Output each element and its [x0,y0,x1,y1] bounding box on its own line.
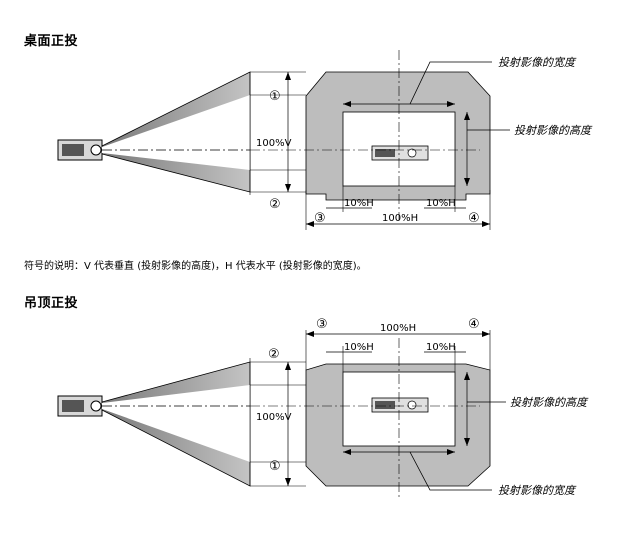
ceiling-marker-2: ② [268,347,280,362]
desk-callout-height: 投射影像的高度 [514,124,593,137]
ceiling-marker-3: ③ [316,317,328,332]
desk-label-v: 100%V [256,138,292,149]
desk-screen-projector-icon [371,145,429,161]
desk-label-h-right: 10%H [426,198,456,209]
desk-diagram: 投射影像的宽度 投射影像的高度 100%V 10%H 10%H 100%H ① … [57,50,593,230]
ceiling-marker-4: ④ [468,317,480,332]
ceiling-callout-width: 投射影像的宽度 [498,484,577,497]
ceiling-front-title: 吊顶正投 [24,296,79,311]
ceiling-label-h: 100%H [380,323,416,334]
ceiling-diagram: 投射影像的高度 投射影像的宽度 100%V 100%H 10%H 10%H ③ … [57,317,589,500]
ceiling-label-h-left: 10%H [344,342,374,353]
desk-label-h: 100%H [382,213,418,224]
desk-marker-1: ① [269,89,281,104]
ceiling-label-v: 100%V [256,412,292,423]
ceiling-marker-1: ① [269,459,281,474]
desk-projector-icon [57,139,103,161]
desk-callout-width: 投射影像的宽度 [498,56,577,69]
desk-label-h-left: 10%H [344,198,374,209]
desk-marker-2: ② [269,197,281,212]
ceiling-callout-height: 投射影像的高度 [510,396,589,409]
symbol-legend-note: 符号的说明：V 代表垂直 (投射影像的高度)，H 代表水平 (投射影像的宽度)。 [24,261,367,272]
desk-marker-4: ④ [468,211,480,226]
desk-marker-3: ③ [314,211,326,226]
ceiling-label-h-right: 10%H [426,342,456,353]
desk-front-title: 桌面正投 [24,34,79,49]
ceiling-projector-icon [57,395,103,417]
ceiling-screen-projector-icon [371,397,429,413]
